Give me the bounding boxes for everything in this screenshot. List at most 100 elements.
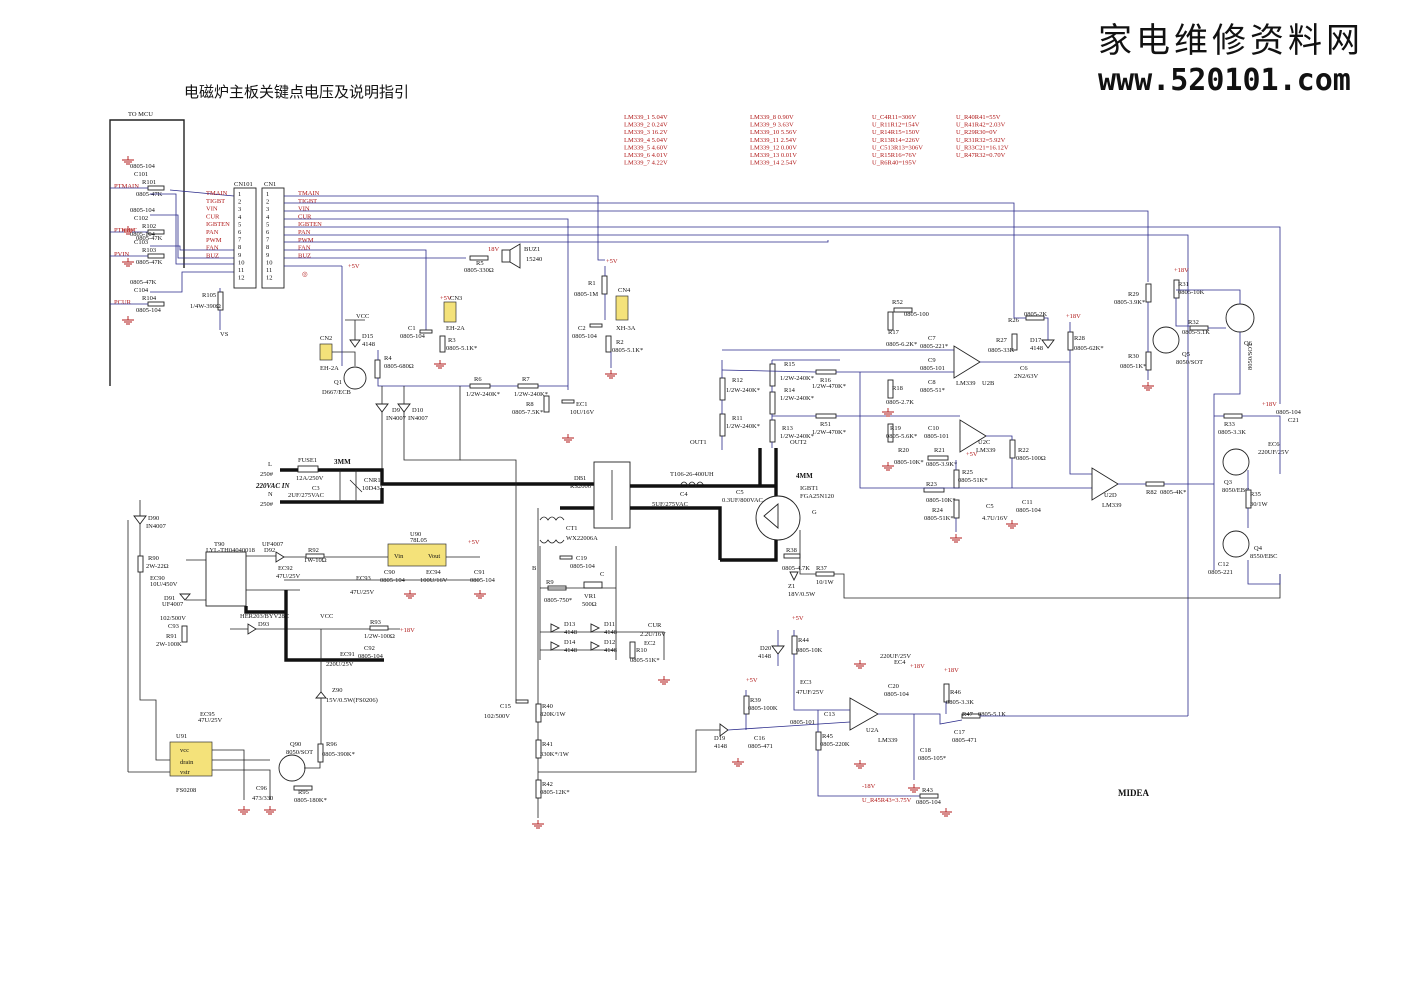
ac-n-conn: 250# — [260, 501, 274, 508]
c20-label: C20 — [888, 683, 899, 690]
r91-label: R91 — [166, 633, 177, 640]
c12-value: 0805-221 — [1208, 569, 1233, 576]
r42-value: 0805-12K* — [540, 789, 570, 796]
cn101-pin: 6 — [238, 229, 242, 236]
c5b-value: 4.7U/16V — [982, 515, 1008, 522]
ground-symbol — [122, 316, 134, 325]
input-resistor — [147, 185, 165, 191]
r1-value: 0805-1M — [574, 291, 598, 298]
ec3-label: EC3 — [800, 679, 812, 686]
cn1-pin: 7 — [266, 237, 270, 244]
r2-label: R2 — [616, 339, 624, 346]
vcc-label-2: VCC — [320, 613, 333, 620]
c5-value: 0.3UF/800VAC — [722, 497, 763, 504]
cn101-pin: 11 — [238, 267, 244, 274]
r37-label: R37 — [816, 565, 828, 572]
r18-label: R18 — [892, 385, 903, 392]
cn1-pin: 2 — [266, 199, 269, 206]
r26-label: R26 — [1008, 317, 1020, 324]
d20-value: 4148 — [758, 653, 771, 660]
c12-label: C12 — [1218, 561, 1229, 568]
ec94-label: EC94 — [426, 569, 442, 576]
r27-value: 0805-33K — [988, 347, 1015, 354]
capacitor-c19 — [559, 555, 573, 560]
c18-value: 0805-105* — [918, 755, 946, 762]
vs-label: VS — [220, 331, 229, 338]
resistor-r93 — [369, 625, 389, 631]
comparator-u2b — [953, 345, 981, 379]
r10-label: R10 — [636, 647, 647, 654]
r27-label: R27 — [996, 337, 1008, 344]
resistor-r51 — [815, 413, 837, 419]
r32-label: R32 — [1188, 319, 1199, 326]
c21-label: C21 — [1288, 417, 1299, 424]
r23-label: R23 — [926, 481, 937, 488]
fuse-label: FUSE1 — [298, 457, 317, 464]
transistor-q5 — [1152, 326, 1180, 354]
u90-value: 78L05 — [410, 537, 427, 544]
r11-value: 1/2W-240K* — [726, 423, 760, 430]
r14-label: R14 — [784, 387, 796, 394]
r46-label: R46 — [950, 689, 962, 696]
ground-symbol — [404, 590, 416, 599]
input-res-label: R102 — [142, 223, 156, 230]
svg-text:+5V: +5V — [348, 263, 360, 270]
connector-cn4 — [615, 295, 629, 321]
r38-label: R38 — [786, 547, 797, 554]
r9-label: R9 — [546, 579, 554, 586]
vr1-label: VR1 — [584, 593, 596, 600]
r25-value: 0805-51K* — [958, 477, 988, 484]
c9-value: 0805-101 — [920, 365, 945, 372]
resistor-r4 — [374, 359, 381, 379]
r52-label: R52 — [892, 299, 903, 306]
input-cap-value: 0805-104 — [130, 163, 156, 170]
ec3-value: 47UF/25V — [796, 689, 824, 696]
rectifier-diode-value: 4148 — [564, 629, 577, 636]
r4-label: R4 — [384, 355, 392, 362]
comparator-u2a — [849, 697, 879, 731]
capacitor-c1 — [419, 329, 433, 334]
voltage-reading: U_R11R12=154V — [872, 122, 920, 129]
c1-label: C1 — [408, 325, 416, 332]
ground-symbol — [732, 758, 744, 767]
input-cap-value: 0805-104 — [130, 207, 156, 214]
capacitor-c2 — [589, 323, 603, 328]
signal-label-right: IGBTEN — [298, 221, 322, 228]
diode-d15 — [349, 339, 361, 348]
c3-label: C3 — [312, 485, 320, 492]
input-resistor — [147, 301, 165, 307]
transistor-q90 — [278, 754, 306, 782]
svg-text:+5V: +5V — [792, 615, 804, 622]
resistor-r14 — [769, 391, 776, 415]
u2d-label: U2D — [1104, 492, 1117, 499]
resistor-r24 — [953, 499, 960, 519]
d9-value: IN4007 — [386, 415, 407, 422]
resistor-r39 — [743, 695, 750, 715]
r13-label: R13 — [782, 425, 793, 432]
out2-label: OUT2 — [790, 439, 807, 446]
capacitor-c15 — [515, 699, 529, 704]
igbt-label: IGBT1 — [800, 485, 818, 492]
ground-symbol — [1142, 382, 1154, 391]
resistor-r40 — [535, 703, 542, 723]
r9-value: 0805-750* — [544, 597, 572, 604]
r29-label: R29 — [1128, 291, 1139, 298]
ground-symbol — [854, 660, 866, 669]
r23-value: 0805-10K* — [926, 497, 956, 504]
r5-label: R5 — [476, 260, 484, 267]
r28-label: R28 — [1074, 335, 1085, 342]
c91-value: 0805-104 — [470, 577, 496, 584]
r24-label: R24 — [932, 507, 944, 514]
resistor-r17 — [887, 311, 894, 331]
transistor-q4 — [1222, 530, 1250, 558]
maker-label: MIDEA — [1118, 788, 1149, 798]
signal-label-left: PAN — [206, 229, 219, 236]
resistor-r7 — [517, 383, 539, 389]
r40-value: 820K/1W — [540, 711, 567, 718]
resistor-r90 — [137, 555, 144, 573]
cn1-pin: 6 — [266, 229, 270, 236]
cn1-pin: 3 — [266, 206, 269, 213]
connector-cn101 — [233, 187, 257, 289]
r45-value: 0805-220K — [820, 741, 850, 748]
d19-label: D19 — [714, 735, 725, 742]
